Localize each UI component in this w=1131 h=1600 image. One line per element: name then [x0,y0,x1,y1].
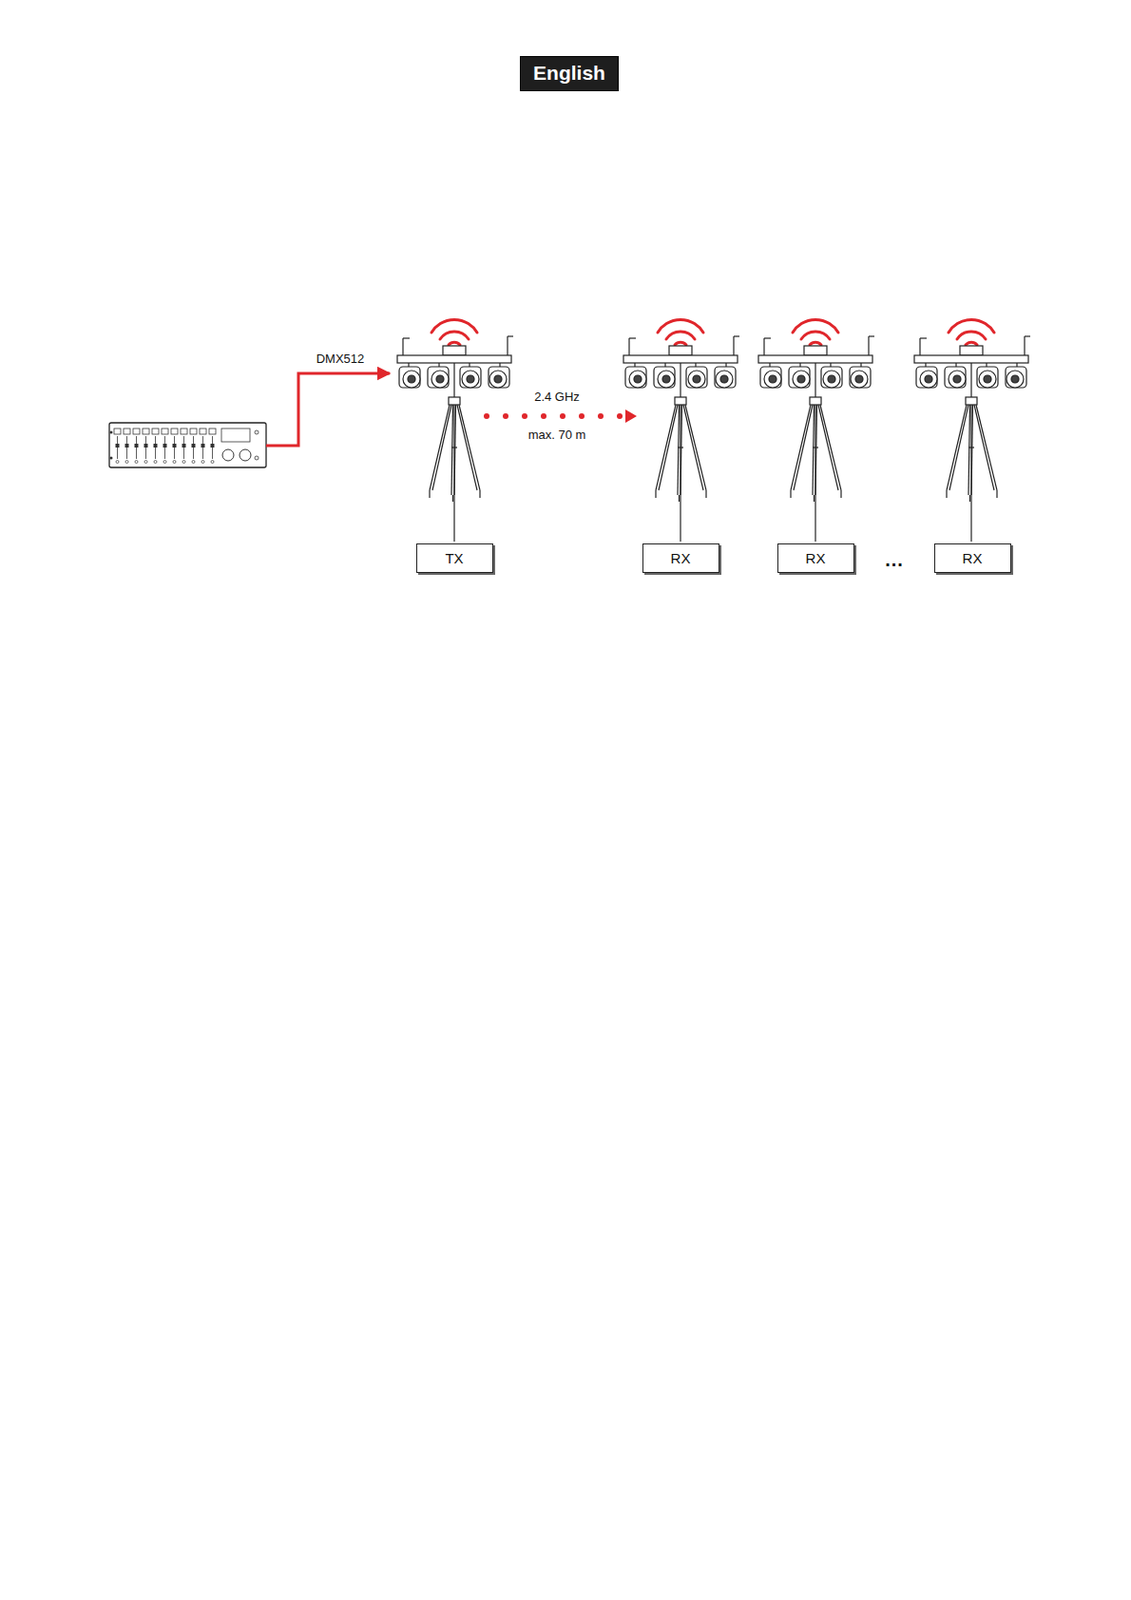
leader-line [454,480,972,542]
light-stand [623,319,740,502]
box-label: English [533,61,606,85]
box-label: RX [670,550,691,567]
wireless-link [483,409,637,423]
frequency-label: 2.4 GHz [532,389,582,404]
device-box: RX [934,543,1012,574]
box-label: RX [805,550,826,567]
device-box: RX [642,543,720,574]
box-label: RX [962,550,983,567]
light-stand [914,319,1031,502]
light-stand [758,319,875,502]
dmx-cable [266,373,390,446]
ellipsis: ... [882,549,906,572]
light-stand [397,319,514,502]
dmx-console [109,422,267,468]
device-box: RX [777,543,855,574]
box-label: TX [444,550,463,567]
range-label: max. 70 m [526,427,589,442]
signal-label: DMX512 [314,351,367,366]
language-badge: English [519,56,619,92]
device-box: TX [416,543,494,574]
